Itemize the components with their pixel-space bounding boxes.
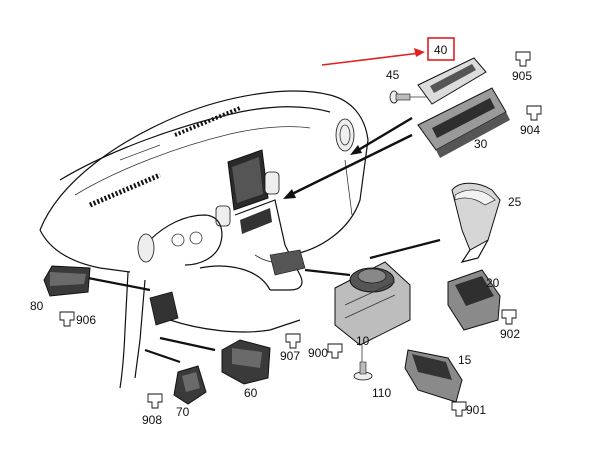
gear-selector-cap bbox=[454, 189, 496, 206]
leader-30-b-head bbox=[283, 189, 296, 199]
part-15-switch-block bbox=[404, 349, 463, 403]
label-902: 902 bbox=[500, 327, 520, 341]
vent-left bbox=[137, 233, 155, 263]
dashboard-left-outline bbox=[39, 229, 131, 273]
callout-labels: 40 45 905 904 30 25 80 906 20 902 907 90… bbox=[30, 43, 540, 427]
connector-904 bbox=[526, 105, 542, 121]
vent-right bbox=[335, 118, 355, 152]
label-900: 900 bbox=[308, 346, 328, 360]
part-40-trim-panel bbox=[417, 57, 487, 105]
label-30: 30 bbox=[474, 137, 488, 151]
label-905: 905 bbox=[512, 69, 532, 83]
connectors bbox=[59, 51, 542, 417]
label-15: 15 bbox=[458, 353, 472, 367]
part-60-switch bbox=[221, 339, 271, 385]
screw-110-shank bbox=[359, 361, 367, 375]
highlight-arrow-line bbox=[321, 52, 421, 66]
instrument-hood bbox=[149, 214, 223, 266]
connector-902 bbox=[501, 309, 517, 325]
label-20: 20 bbox=[486, 276, 500, 290]
leader-60 bbox=[159, 336, 216, 352]
label-901: 901 bbox=[466, 403, 486, 417]
highlight-arrow-head bbox=[414, 48, 425, 57]
label-907: 907 bbox=[280, 349, 300, 363]
label-10: 10 bbox=[356, 334, 370, 348]
defroster-vent-center bbox=[174, 106, 241, 137]
connector-900 bbox=[327, 343, 343, 359]
part-10-control-unit bbox=[334, 261, 411, 362]
dashboard-crest bbox=[59, 106, 331, 181]
leader-10 bbox=[304, 268, 351, 277]
shifter-slot bbox=[269, 249, 306, 276]
defroster-vent-left bbox=[89, 172, 161, 208]
switch-15-face bbox=[412, 354, 452, 380]
dashboard-inner-line bbox=[74, 126, 311, 196]
part-30-switch-panel bbox=[417, 87, 510, 158]
label-70: 70 bbox=[176, 405, 190, 419]
instrument-gauge-right bbox=[189, 231, 203, 245]
leader-30-b bbox=[289, 133, 413, 197]
center-vent-left bbox=[215, 205, 231, 227]
switch-panel-side bbox=[436, 112, 510, 158]
part-70-switch bbox=[173, 365, 207, 405]
label-25: 25 bbox=[508, 195, 522, 209]
highlight-box bbox=[427, 37, 455, 61]
label-40: 40 bbox=[434, 43, 448, 57]
lower-dash-inner-edge bbox=[134, 279, 146, 379]
lower-dash-left-edge bbox=[119, 271, 129, 389]
dashboard-top-outline bbox=[39, 90, 369, 256]
connector-908 bbox=[147, 393, 163, 409]
label-110: 110 bbox=[372, 386, 391, 400]
leader-80 bbox=[87, 276, 151, 292]
defroster-slot bbox=[119, 144, 161, 161]
label-906: 906 bbox=[76, 313, 96, 327]
leader-70 bbox=[144, 348, 181, 364]
connector-907 bbox=[285, 333, 301, 349]
switch-panel-keys bbox=[432, 98, 495, 138]
leader-30-head bbox=[350, 145, 362, 155]
label-908: 908 bbox=[142, 413, 162, 427]
dashboard-drawing bbox=[39, 90, 369, 389]
connector-906 bbox=[59, 311, 75, 327]
leader-lines bbox=[87, 96, 441, 364]
label-80: 80 bbox=[30, 299, 44, 313]
center-vent-right bbox=[264, 171, 280, 195]
switch-60-face bbox=[232, 348, 262, 368]
control-unit-knob-top bbox=[357, 268, 387, 284]
leader-30 bbox=[354, 116, 413, 154]
control-unit-ribs bbox=[344, 281, 396, 319]
trim-panel-buttons bbox=[430, 64, 476, 93]
switch-block-face bbox=[455, 276, 494, 306]
vent-right-inner bbox=[339, 124, 351, 146]
part-45-screw bbox=[389, 90, 411, 104]
part-80-switch bbox=[43, 265, 91, 297]
part-110-screw bbox=[353, 361, 373, 381]
switch-70-face bbox=[182, 372, 200, 392]
label-904: 904 bbox=[520, 123, 540, 137]
pillar-line bbox=[344, 159, 353, 216]
highlight-marker bbox=[321, 37, 455, 66]
label-60: 60 bbox=[244, 386, 258, 400]
connector-905 bbox=[515, 51, 531, 67]
part-25-gear-selector bbox=[451, 182, 501, 263]
center-stack-buttons bbox=[240, 208, 272, 234]
switch-80-face bbox=[50, 272, 86, 286]
knee-panel bbox=[169, 319, 301, 333]
leader-25 bbox=[369, 238, 441, 260]
label-45: 45 bbox=[386, 68, 400, 82]
instrument-gauge-left bbox=[171, 233, 185, 247]
connector-901 bbox=[451, 401, 467, 417]
lower-center-curve bbox=[199, 265, 271, 291]
screw-shank bbox=[395, 93, 411, 101]
part-20-switch-block bbox=[447, 269, 501, 331]
column-switch-body bbox=[149, 291, 179, 326]
center-display-glass bbox=[232, 157, 263, 203]
column-switch bbox=[149, 291, 179, 326]
gear-selector-stem bbox=[460, 239, 489, 263]
